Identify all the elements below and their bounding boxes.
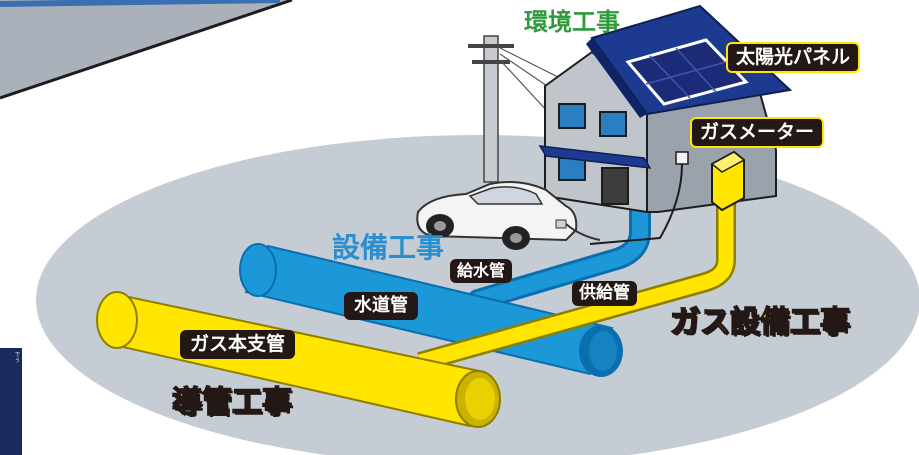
- house: [538, 4, 793, 245]
- gas-meter-label: ガスメーター: [690, 117, 825, 148]
- equipment-work-heading: 設備工事: [332, 231, 445, 264]
- side-panel: [0, 348, 22, 455]
- water-supply-pipe-label: 給水管: [450, 259, 513, 283]
- water-supply-pipe: [467, 189, 651, 311]
- gas-equipment-work-heading: ガス設備工事: [669, 305, 851, 340]
- pipeline-work-heading: 導管工事: [171, 385, 293, 420]
- gas-meter-graphic: [710, 150, 746, 212]
- side-panel-text: で う: [14, 352, 20, 364]
- water-main-label: 水道管: [344, 292, 418, 320]
- service-pipe-label: 供給管: [572, 281, 637, 306]
- gas-main-branch-label: ガス本支管: [180, 330, 296, 359]
- solar-panel-label: 太陽光パネル: [726, 42, 861, 73]
- electric-car: [416, 181, 601, 250]
- gas-main-pipe: [96, 291, 501, 428]
- gas-service-pipe: [417, 196, 736, 372]
- environment-work-heading: 環境工事: [524, 8, 620, 36]
- road-wall-top-stripe: [0, 0, 281, 7]
- road-wall-edge: [0, 0, 293, 100]
